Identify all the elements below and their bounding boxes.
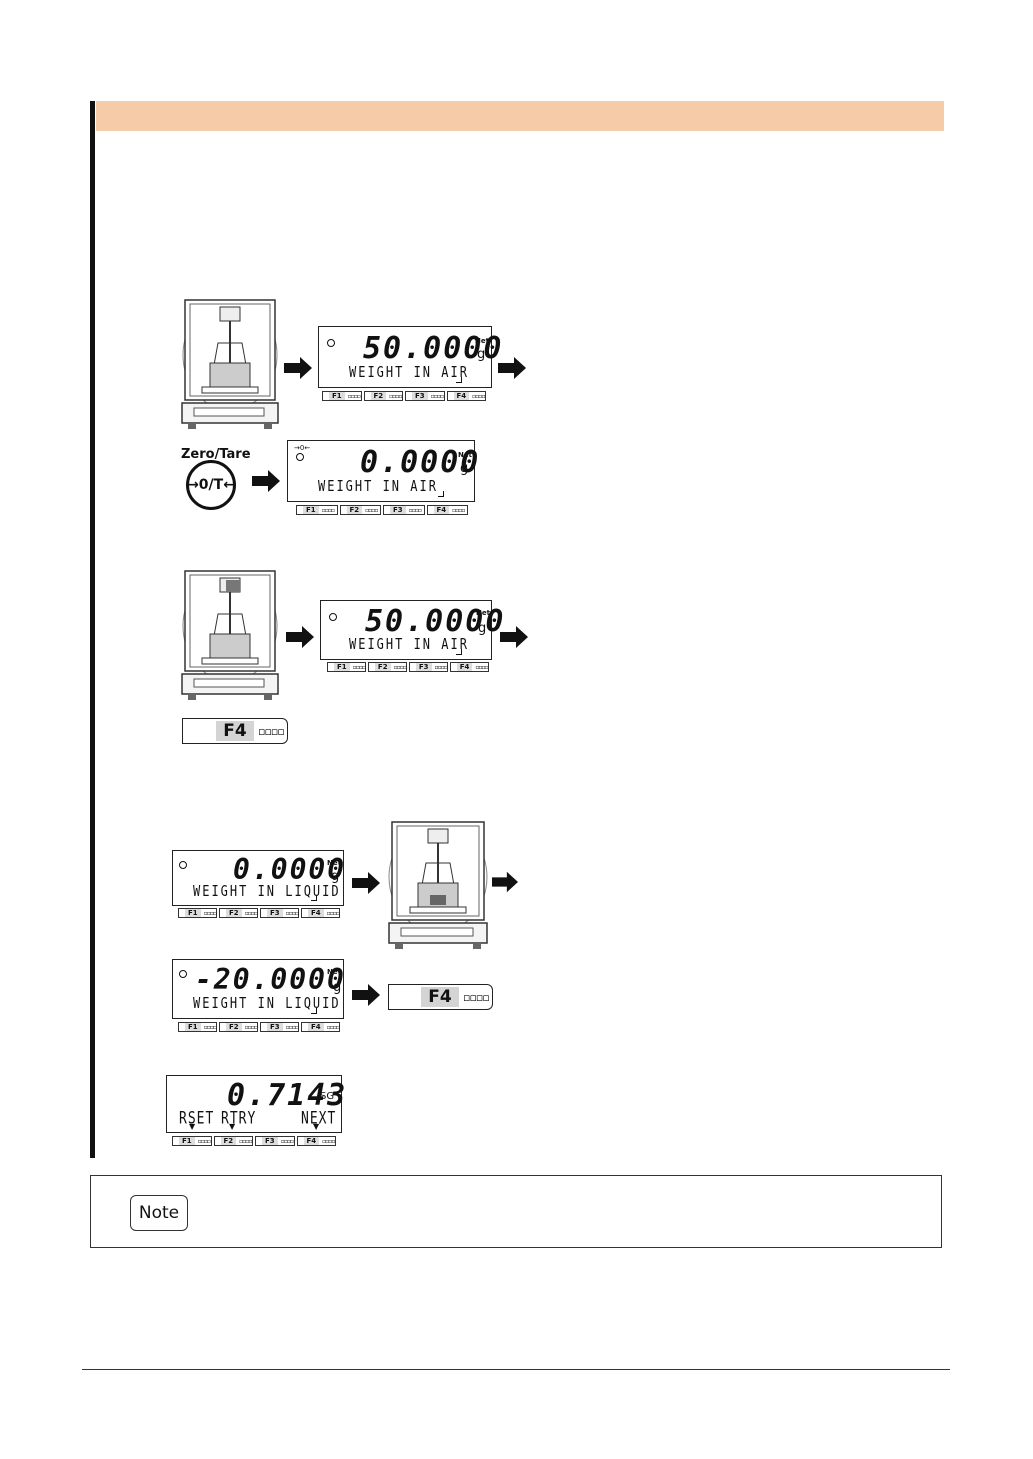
enter-mark — [311, 1008, 317, 1014]
function-key-strip: F1▫▫▫▫ F2▫▫▫▫ F3▫▫▫▫ F4▫▫▫▫ — [327, 662, 489, 672]
unit-label: g — [477, 347, 486, 362]
right-arrow-icon — [286, 626, 314, 648]
enter-mark — [311, 895, 317, 901]
unit-label: g — [333, 980, 342, 995]
fkey-f1: F1▫▫▫▫ — [327, 662, 366, 672]
right-arrow-icon — [352, 984, 380, 1006]
f4-key-large: F4 ▫▫▫▫ — [182, 718, 288, 744]
f4-key-large: F4 ▫▫▫▫ — [388, 984, 493, 1010]
fkey-f1: F1▫▫▫▫ — [296, 505, 338, 515]
fkey-f4: F4▫▫▫▫ — [426, 505, 468, 515]
right-arrow-icon — [284, 357, 312, 379]
display-message: WEIGHT IN AIR — [318, 477, 438, 495]
fkey-f4: F4▫▫▫▫ — [446, 391, 486, 401]
fkey-f3: F3▫▫▫▫ — [255, 1136, 295, 1146]
net-label: Net — [327, 859, 341, 867]
fkey-f3: F3▫▫▫▫ — [260, 908, 299, 918]
zero-indicator: →0← — [294, 444, 311, 452]
stable-indicator — [329, 613, 337, 621]
section-left-rule — [90, 101, 95, 1158]
unit-label: SG — [320, 1091, 335, 1102]
unit-label: g — [460, 461, 469, 476]
softkey-label-next: NEXT — [301, 1109, 337, 1129]
enter-mark — [456, 649, 462, 655]
right-arrow-icon — [352, 872, 380, 894]
fkey-f4: F4▫▫▫▫ — [301, 908, 340, 918]
right-arrow-icon — [252, 470, 280, 492]
right-arrow-icon — [492, 871, 518, 893]
display-value: 50.0000 — [365, 604, 506, 639]
f4-key-label: F4 — [421, 987, 459, 1007]
function-key-strip: F1▫▫▫▫ F2▫▫▫▫ F3▫▫▫▫ F4▫▫▫▫ — [172, 1136, 336, 1146]
f4-key-label: F4 — [216, 721, 254, 741]
stable-indicator — [179, 970, 187, 978]
softkey-label-rset: RSET — [179, 1109, 215, 1129]
fkey-f2: F2▫▫▫▫ — [367, 662, 407, 672]
fkey-f1: F1▫▫▫▫ — [178, 908, 217, 918]
f4-key-indicators: ▫▫▫▫ — [258, 725, 285, 738]
lcd-display-weight-liquid-zero: 0.0000 Net g WEIGHT IN LIQUID — [172, 850, 344, 906]
function-key-strip: F1▫▫▫▫ F2▫▫▫▫ F3▫▫▫▫ F4▫▫▫▫ — [296, 505, 468, 515]
fkey-f1: F1▫▫▫▫ — [322, 391, 362, 401]
enter-mark — [438, 491, 444, 497]
fkey-f2: F2▫▫▫▫ — [219, 908, 258, 918]
unit-label: g — [478, 621, 487, 636]
f4-key-indicators: ▫▫▫▫ — [463, 991, 490, 1004]
display-value: 0.0000 — [233, 853, 347, 886]
softkey-label-rtry: RTRY — [221, 1109, 257, 1129]
note-box: Note — [90, 1175, 942, 1248]
footer-rule — [82, 1369, 950, 1370]
section-header-bar — [96, 101, 944, 131]
display-value: 0.0000 — [360, 445, 481, 480]
balance-illustration-3 — [388, 821, 488, 949]
display-message: WEIGHT IN LIQUID — [193, 882, 341, 900]
fkey-f2: F2▫▫▫▫ — [213, 1136, 253, 1146]
softkey-pointer: ▼ — [313, 1122, 320, 1131]
right-arrow-icon — [498, 357, 526, 379]
fkey-f4: F4▫▫▫▫ — [296, 1136, 336, 1146]
balance-illustration-1 — [181, 299, 279, 429]
fkey-f4: F4▫▫▫▫ — [449, 662, 489, 672]
enter-mark — [456, 377, 462, 383]
softkey-pointer: ▼ — [189, 1122, 196, 1131]
net-label: Net — [476, 609, 490, 617]
lcd-display-weight-air-1: 50.0000 Net g WEIGHT IN AIR — [318, 326, 501, 388]
fkey-f4: F4▫▫▫▫ — [301, 1022, 340, 1032]
softkey-pointer: ▼ — [229, 1122, 236, 1131]
fkey-f3: F3▫▫▫▫ — [383, 505, 425, 515]
display-message: WEIGHT IN AIR — [349, 635, 469, 653]
fkey-f1: F1▫▫▫▫ — [178, 1022, 217, 1032]
fkey-f2: F2▫▫▫▫ — [363, 391, 403, 401]
display-value: 50.0000 — [363, 331, 504, 366]
net-label: Net — [327, 968, 341, 976]
fkey-f2: F2▫▫▫▫ — [219, 1022, 258, 1032]
display-message: WEIGHT IN AIR — [349, 363, 469, 381]
lcd-display-weight-air-zeroed: →0← 0.0000 Net g WEIGHT IN AIR — [287, 440, 478, 502]
lcd-display-weight-liquid-negative: -20.0000 Net g WEIGHT IN LIQUID — [172, 959, 344, 1019]
stable-indicator — [296, 453, 304, 461]
zero-tare-label: Zero/Tare — [181, 447, 251, 462]
lcd-display-specific-gravity: 0.7143 SG RSET RTRY NEXT ▼ ▼ ▼ — [166, 1075, 345, 1133]
display-message: WEIGHT IN LIQUID — [193, 994, 341, 1012]
function-key-strip: F1▫▫▫▫ F2▫▫▫▫ F3▫▫▫▫ F4▫▫▫▫ — [178, 908, 340, 918]
function-key-strip: F1▫▫▫▫ F2▫▫▫▫ F3▫▫▫▫ F4▫▫▫▫ — [322, 391, 486, 401]
note-badge: Note — [130, 1195, 188, 1231]
net-label: Net — [458, 451, 472, 459]
fkey-f3: F3▫▫▫▫ — [260, 1022, 299, 1032]
lcd-display-weight-air-2: 50.0000 Net g WEIGHT IN AIR — [320, 600, 503, 660]
stable-indicator — [327, 339, 335, 347]
stable-indicator — [179, 861, 187, 869]
net-label: Net — [475, 337, 489, 345]
unit-label: g — [331, 869, 340, 884]
display-value: -20.0000 — [195, 963, 346, 996]
function-key-strip: F1▫▫▫▫ F2▫▫▫▫ F3▫▫▫▫ F4▫▫▫▫ — [178, 1022, 340, 1032]
fkey-f3: F3▫▫▫▫ — [405, 391, 445, 401]
fkey-f1: F1▫▫▫▫ — [172, 1136, 212, 1146]
right-arrow-icon — [500, 626, 528, 648]
balance-illustration-2 — [181, 570, 279, 700]
fkey-f3: F3▫▫▫▫ — [408, 662, 448, 672]
fkey-f2: F2▫▫▫▫ — [339, 505, 381, 515]
display-value: 0.7143 — [227, 1078, 348, 1113]
zero-tare-button: →0/T← — [186, 460, 236, 510]
